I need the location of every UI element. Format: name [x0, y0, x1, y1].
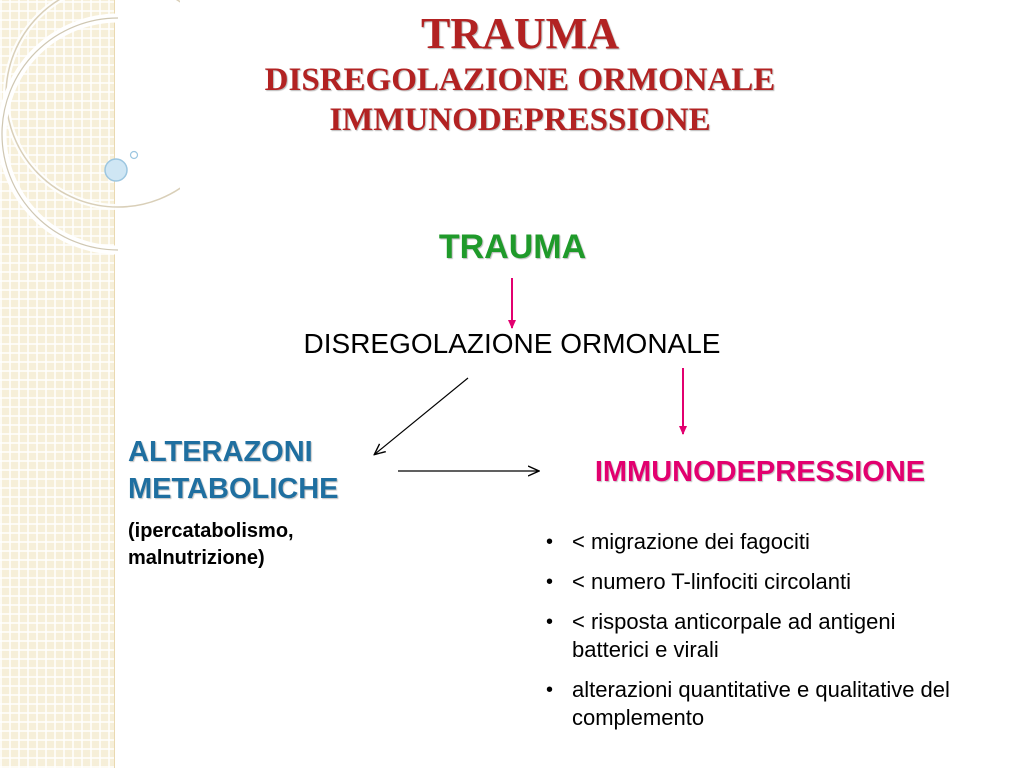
- metabolic-line-2: METABOLICHE: [128, 473, 339, 505]
- node-trauma: TRAUMA: [438, 228, 587, 266]
- decorative-sidebar: [0, 0, 115, 768]
- bullet-icon: •: [546, 571, 554, 593]
- metabolic-line-1: ALTERAZONI: [128, 436, 313, 468]
- list-item: • < risposta anticorpale ad antigeni batt…: [540, 608, 960, 664]
- node-metabolic-alterations: ALTERAZONI METABOLICHE: [128, 434, 339, 508]
- title-main: TRAUMA: [421, 9, 619, 58]
- metabolic-detail: (ipercatabolismo, malnutrizione): [128, 518, 294, 572]
- slide-title: TRAUMA DISREGOLAZIONE ORMONALE IMMUNODEP…: [140, 8, 900, 140]
- bullet-icon: •: [546, 531, 554, 553]
- metabolic-detail-1: (ipercatabolismo,: [128, 520, 294, 542]
- list-item: • alterazioni quantitative e qualitative …: [540, 676, 960, 732]
- arrow-hormonal-to-metabolic: [375, 377, 469, 454]
- title-line-2: DISREGOLAZIONE ORMONALE: [264, 62, 776, 98]
- effect-text: < numero T-linfociti circolanti: [572, 569, 851, 594]
- decorative-circles: [0, 0, 180, 255]
- list-item: • < migrazione dei fagociti: [540, 528, 960, 556]
- small-bubble-icon: [129, 150, 139, 160]
- bullet-icon: •: [546, 611, 554, 633]
- effect-text: < risposta anticorpale ad antigeni batte…: [572, 609, 896, 662]
- immuno-effects-list: • < migrazione dei fagociti • < numero T-l…: [540, 528, 960, 744]
- effect-text: alterazioni quantitative e qualitative d…: [572, 677, 950, 730]
- blue-bubble-icon: [104, 158, 128, 182]
- node-hormonal-dysregulation: DISREGOLAZIONE ORMONALE: [303, 328, 721, 359]
- node-immunodepression: IMMUNODEPRESSIONE: [594, 456, 926, 488]
- bullet-icon: •: [546, 679, 554, 701]
- list-item: • < numero T-linfociti circolanti: [540, 568, 960, 596]
- title-line-3: IMMUNODEPRESSIONE: [329, 102, 711, 138]
- metabolic-detail-2: malnutrizione): [128, 547, 265, 569]
- effect-text: < migrazione dei fagociti: [572, 529, 810, 554]
